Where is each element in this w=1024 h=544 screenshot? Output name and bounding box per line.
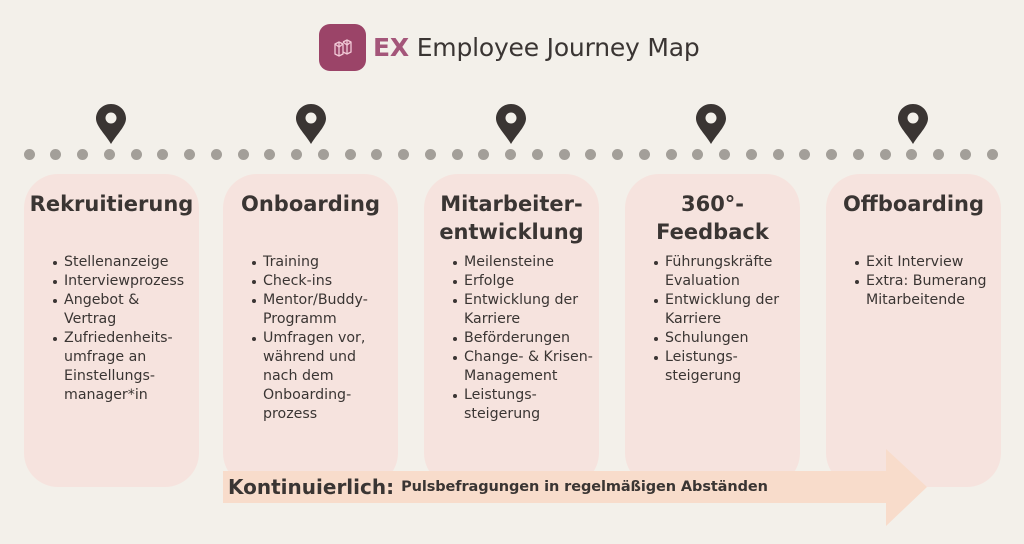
timeline-dot [23, 149, 35, 160]
stage-title: 360°- Feedback [656, 192, 769, 244]
timeline-dot [959, 149, 971, 160]
timeline-dot [986, 149, 998, 160]
stage-title: Onboarding [240, 192, 380, 216]
timeline-dot [505, 149, 516, 160]
timeline-dot [665, 149, 677, 160]
timeline-dot [933, 149, 944, 160]
map-pin-icon [96, 104, 126, 144]
list-item: Leistungs-steigerung [653, 348, 779, 386]
timeline-dot [852, 149, 864, 160]
stage-title: Rekruitierung [29, 192, 194, 216]
stage-card-rekruitierung: Rekruitierung Stellenanzeige Interviewpr… [24, 174, 199, 487]
timeline-dot [558, 149, 570, 160]
logo [319, 24, 366, 71]
stage-card-onboarding: Onboarding Training Check-ins Mentor/Bud… [223, 174, 398, 487]
list-item: Mentor/Buddy-Programm [252, 292, 368, 327]
timeline-dot [317, 149, 329, 160]
timeline-dot [772, 149, 784, 160]
list-item: Exit Interview [855, 253, 987, 272]
timeline-dot [77, 149, 88, 160]
continuous-label: Kontinuierlich: [228, 475, 395, 499]
continuous-text: Pulsbefragungen in regelmäßigen Abstände… [401, 479, 768, 495]
page-title: EX Employee Journey Map [373, 33, 700, 62]
list-item: Angebot &Vertrag [52, 291, 184, 329]
list-item: Meilensteine [453, 253, 593, 272]
continuous-banner: Kontinuierlich: Pulsbefragungen in regel… [228, 471, 768, 503]
stage-items: Training Check-ins Mentor/Buddy-Programm… [223, 253, 368, 424]
timeline-dot [478, 149, 490, 160]
timeline-dot [184, 149, 195, 160]
stage-title: Offboarding [842, 192, 985, 216]
timeline-dot [692, 149, 704, 160]
timeline-dot [398, 149, 409, 160]
timeline-dot [745, 149, 757, 160]
map-pin-icon [696, 104, 726, 144]
timeline-dot [50, 149, 62, 160]
timeline-dot [826, 149, 837, 160]
title-text: Employee Journey Map [416, 33, 700, 62]
stage-card-mitarbeiterentwicklung: Mitarbeiter- entwicklung Meilensteine Er… [424, 174, 599, 487]
list-item: Interviewprozess [52, 273, 185, 289]
timeline-dot [585, 149, 597, 160]
timeline-dot [237, 149, 249, 160]
list-item: Check-ins [252, 272, 368, 291]
map-pin-icon [898, 104, 928, 144]
timeline-dot [344, 149, 356, 160]
list-item: Schulungen [653, 329, 779, 348]
brand-short: EX [373, 33, 409, 62]
timeline-dot [531, 149, 543, 160]
stage-items: Stellenanzeige Interviewprozess Angebot … [24, 253, 184, 405]
timeline-dot [879, 149, 891, 160]
timeline-dot [291, 149, 302, 160]
header: EX Employee Journey Map [319, 24, 700, 71]
timeline-dot [638, 149, 650, 160]
stage-card-offboarding: Offboarding Exit Interview Extra: Bumera… [826, 174, 1001, 487]
list-item: Change- & Krisen-Management [453, 349, 593, 384]
timeline-dot [264, 149, 276, 160]
timeline-dot [451, 149, 463, 160]
timeline-dot [371, 149, 383, 160]
timeline-dot [612, 149, 623, 160]
list-item: Beförderungen [453, 329, 593, 348]
timeline-dot [719, 149, 730, 160]
hexagon-blocks-logo-icon [333, 38, 352, 57]
timeline-dot [210, 149, 222, 160]
stage-title: Mitarbeiter- entwicklung [439, 192, 584, 244]
timeline-dot [424, 149, 436, 160]
timeline-dot [130, 149, 142, 160]
timeline-dot [157, 149, 169, 160]
timeline-dot [906, 149, 918, 160]
map-pin-icon [496, 104, 526, 144]
timeline-dot [103, 149, 115, 160]
right-arrow-icon [223, 449, 927, 526]
list-item: Erfolge [453, 272, 593, 291]
timeline-dot [799, 149, 811, 160]
list-item: Stellenanzeige [52, 253, 184, 272]
timeline-dots [0, 149, 1024, 161]
list-item: Training [252, 253, 368, 272]
list-item: Leistungs-steigerung [453, 386, 593, 424]
map-pin-icon [296, 104, 326, 144]
